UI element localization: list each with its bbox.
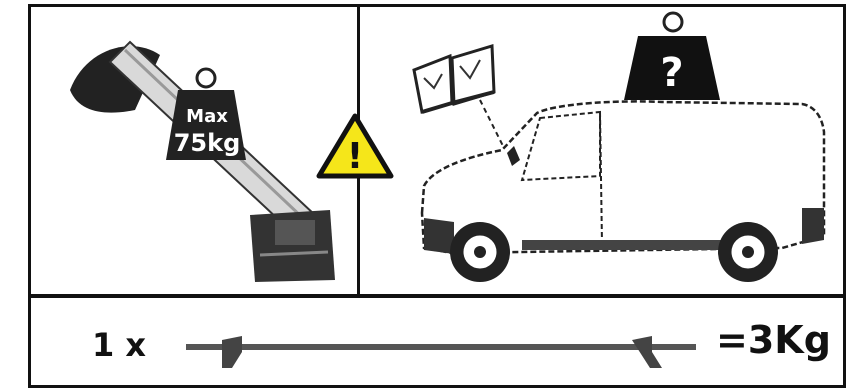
bar-quantity: 1 x	[92, 326, 146, 364]
van-front-bumper	[424, 218, 454, 254]
weight-badge-line1: Max	[168, 108, 246, 126]
unknown-weight-hook	[664, 13, 682, 31]
van-front-hub	[474, 246, 486, 258]
roof-bar-panel: Max 75kg	[60, 20, 350, 290]
van-side-trim	[522, 240, 722, 250]
weight-hook	[197, 69, 215, 87]
unknown-weight-symbol: ?	[660, 50, 683, 96]
weight-badge-line2: 75kg	[164, 131, 250, 155]
bar-weight-result: =3Kg	[716, 318, 831, 362]
roof-bar-side-foot-right	[632, 336, 662, 368]
roof-bar-weight-row	[182, 322, 702, 377]
warning-symbol: !	[347, 136, 363, 177]
roof-bar-foot-clamp	[275, 220, 315, 245]
roof-bar-side-view	[182, 322, 702, 372]
van-rear-hub	[742, 246, 754, 258]
roof-bar-side-bar	[186, 344, 696, 350]
roof-bar-side-foot-left	[222, 336, 242, 368]
van-rear-bumper	[802, 208, 824, 244]
van-illustration: ?	[362, 8, 842, 294]
van-panel: ?	[362, 8, 842, 294]
panel-divider-horizontal	[28, 294, 846, 298]
